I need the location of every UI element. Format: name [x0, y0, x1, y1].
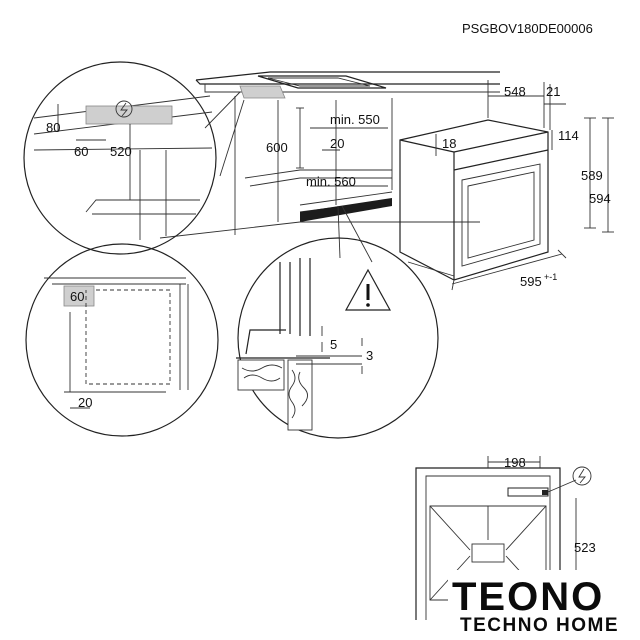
oven-door-label: 21 [546, 84, 560, 99]
side-vent-box [63, 285, 95, 307]
niche-depth-label: min. 550 [330, 112, 380, 127]
electric-hazard-icon [115, 100, 133, 118]
dim-60-label: 60 [74, 144, 88, 159]
oven-3d-view: 548 21 114 18 589 594 595 +-1 [399, 80, 614, 291]
cabinet-plinth [300, 198, 392, 222]
rear-dim-523-label: 523 [574, 540, 596, 555]
oven-width-tolerance-label: +-1 [544, 272, 557, 282]
warning-triangle-icon [344, 268, 392, 311]
logo-tagline-text: TECHNO HOME [460, 615, 619, 636]
oven-top-offset-label: 114 [558, 128, 579, 143]
rear-dim-198-label: 198 [504, 455, 526, 470]
gap-20-label: 20 [330, 136, 344, 151]
oven-width-label: 595 [520, 274, 542, 289]
product-code: PSGBOV180DE00006 [462, 21, 593, 36]
dim-3-label: 3 [366, 348, 373, 363]
cabinet-overview: 600 min. 550 20 min. 560 [159, 71, 500, 263]
oven-top-gap-label: 18 [442, 136, 456, 151]
rear-electric-hazard-icon [572, 466, 592, 486]
brand-logo: TEONO TECHNO HOME [448, 570, 634, 638]
detail-top-left: 80 60 520 [23, 61, 217, 255]
niche-height-label: 600 [266, 140, 288, 155]
side-dim-60-label: 60 [70, 289, 84, 304]
niche-width-label: min. 560 [306, 174, 356, 189]
oven-total-height-label: 594 [589, 191, 611, 206]
detail-bottom: 5 3 [236, 237, 439, 439]
oven-body-height-label: 589 [581, 168, 603, 183]
power-box [239, 85, 286, 99]
dim-5-label: 5 [330, 337, 337, 352]
dim-520-label: 520 [110, 144, 132, 159]
detail-side: 60 20 [25, 243, 219, 437]
side-dim-20-label: 20 [78, 395, 92, 410]
dim-80-label: 80 [46, 120, 60, 135]
oven-depth-label: 548 [504, 84, 526, 99]
wood-panel [287, 359, 313, 431]
hob-cutout [257, 75, 387, 89]
logo-brand-text: TEONO [452, 575, 604, 619]
